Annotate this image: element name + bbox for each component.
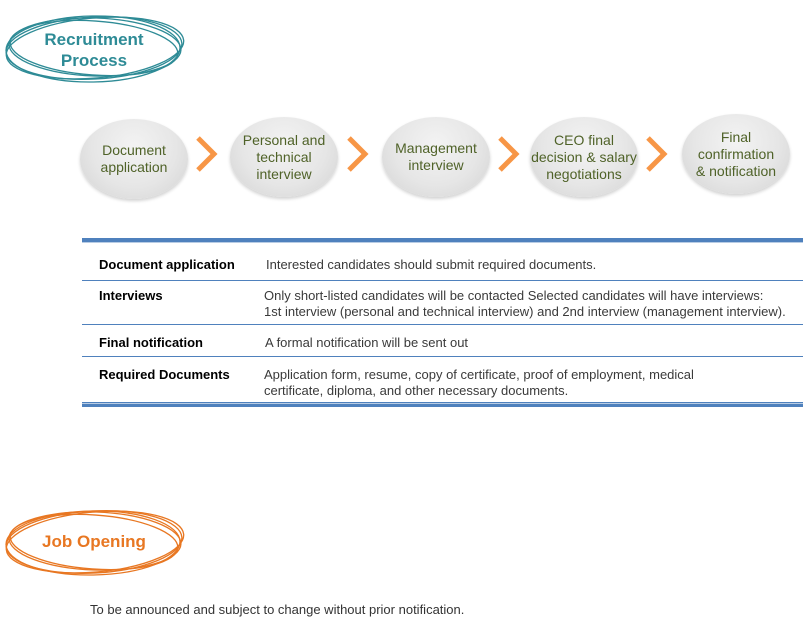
job-opening-title: Job Opening [42, 532, 146, 551]
table-row: Document application Interested candidat… [82, 243, 803, 281]
process-details-table: Document application Interested candidat… [82, 238, 803, 407]
job-opening-note: To be announced and subject to change wi… [90, 602, 465, 617]
row-label: Final notification [99, 335, 203, 350]
table-row: Interviews Only short-listed candidates … [82, 281, 803, 325]
ellipse-scribble-icon [5, 15, 185, 83]
recruitment-process-badge: Recruitment Process [3, 11, 185, 85]
row-label: Document application [99, 257, 235, 272]
table-row: Final notification A formal notification… [82, 325, 803, 357]
table-top-rule [82, 238, 803, 243]
row-value: Interested candidates should submit requ… [266, 257, 597, 272]
row-value: Application form, resume, copy of certif… [264, 367, 694, 398]
row-value: A formal notification will be sent out [265, 335, 469, 350]
chevron-right-icon [347, 136, 369, 172]
row-value: Only short-listed candidates will be con… [264, 288, 786, 319]
row-label: Interviews [99, 288, 163, 303]
chevron-right-icon [498, 136, 520, 172]
table-bottom-rule [82, 403, 803, 407]
job-opening-badge: Job Opening [3, 506, 185, 578]
recruitment-process-title: Recruitment Process [44, 30, 144, 70]
table-row: Required Documents Application form, res… [82, 357, 803, 403]
chevron-right-icon [196, 136, 218, 172]
row-label: Required Documents [99, 367, 230, 382]
ellipse-scribble-icon [5, 510, 185, 576]
chevron-right-icon [646, 136, 668, 172]
